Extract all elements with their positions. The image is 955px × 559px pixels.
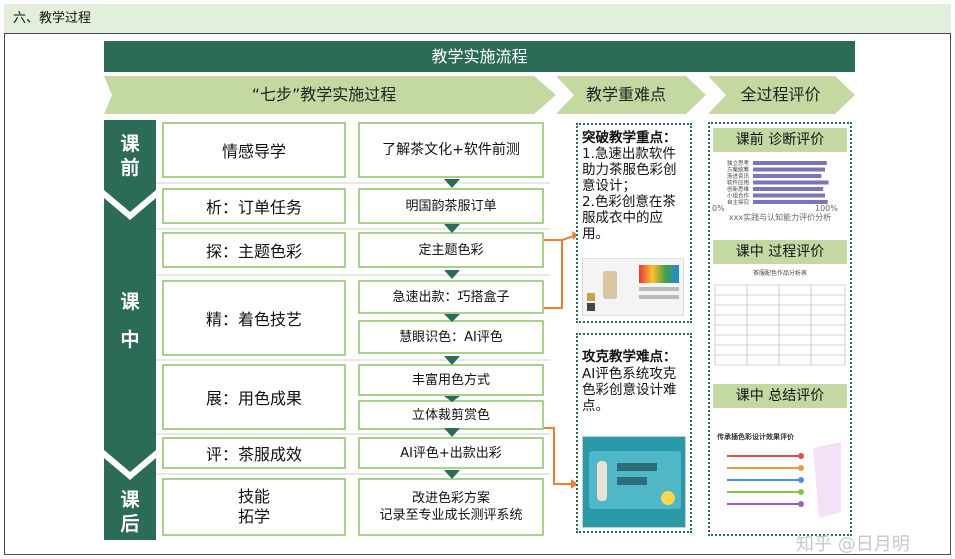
phase-pre-label: 课前 [104,132,156,180]
ai-evaluation-screenshot [582,436,686,528]
arrow-head-icon [571,479,578,489]
step-3-right: 定主题色彩 [358,232,544,268]
mini-chart-bar [753,193,825,198]
connector-brackets [544,231,578,489]
step-5-left: 展：用色成果 [162,364,346,430]
garment-preview-icon [603,271,617,299]
divider [156,274,550,276]
chevron-process-label: “七步”教学实施过程 [251,85,397,104]
step-5-right-a: 丰富用色方式 [358,364,544,396]
down-arrow-icon [444,356,460,365]
score-bar-icon [617,477,647,485]
down-arrow-icon [444,224,460,233]
divider [156,359,550,361]
step-4-left: 精：着色技艺 [162,280,346,356]
down-arrow-icon [444,314,460,322]
step-1-left: 情感导学 [162,122,346,178]
down-arrow-icon [444,179,460,188]
step-2-left: 析：订单任务 [162,188,346,224]
chevron-process-shape [104,76,556,114]
mini-chart-label: 小组合作 [727,192,750,200]
summary-dot [798,465,804,471]
step-4-right-b: 慧眼识色：AI评色 [358,320,544,354]
summary-doc-title: 传承插色彩设计效果评价 [717,433,794,441]
step-3-left: 探：主题色彩 [162,232,346,268]
difficult-point-title: 攻克教学难点： [582,349,677,365]
divider [156,473,550,475]
down-arrow-icon [444,470,460,479]
key-point-body: 1.急速出款软件助力茶服色彩创意设计； 2.色彩创意在茶服成衣中的应用。 [582,146,677,242]
color-picker-icon [639,265,679,283]
process-table-grid [714,284,846,366]
divider [156,228,550,230]
flow-arrows [444,179,460,479]
diagnostic-chart: 独立思考方案统筹渐进资讯软件应用创新思维小组合作自主探究 [713,158,847,220]
watermark: 知乎 @日月明 [796,534,910,555]
phase-mid-label: 课中 [104,283,156,359]
divider [156,433,550,435]
arrow-to-key-point [561,235,575,241]
mini-chart-bar [753,180,829,185]
summary-dot [798,453,804,459]
mini-chart-bar [753,200,828,204]
step-2-right: 明国韵茶服订单 [358,188,544,224]
color-swatch-icon [587,293,595,301]
mini-chart-label: 独立思考 [727,159,750,167]
eval-pre-title: 课前 诊断评价 [713,128,847,152]
mini-chart-axis-min: 0% [712,204,725,213]
mini-chart-caption: xxx实践与认知能力评价分析 [728,213,832,222]
avatar-icon [661,491,675,505]
mini-chart-label: 创新思维 [727,185,750,193]
summary-doc-lines [727,442,841,518]
step-6-left: 评：茶服成效 [162,437,346,469]
down-arrow-icon [444,396,460,402]
summary-dot [798,501,804,507]
chevron-bar [104,76,855,114]
score-bar-icon [617,463,657,471]
step-4-right-a: 急速出款：巧搭盒子 [358,280,544,314]
step-6-right: AI评色+出款出彩 [358,437,544,469]
chevron-difficulty-shape [556,76,706,114]
mini-chart-label: 方案统筹 [727,166,750,174]
phase-post-label: 课后 [104,488,156,536]
decoration-shape [813,442,841,518]
process-table-title: 茶服配色作品分析表 [752,270,807,277]
mini-chart-bar [753,187,824,191]
eval-summary-title: 课中 总结评价 [713,384,847,408]
chevron-evaluation-shape [708,76,855,114]
down-arrow-icon [444,270,460,279]
arrow-head-icon [572,231,578,240]
summary-dot [798,489,804,495]
chevron-evaluation-label: 全过程评价 [740,85,821,104]
step-7-left: 技能 拓学 [162,478,346,536]
color-swatch-icon [587,303,595,311]
mini-chart-label: 渐进资讯 [727,172,750,180]
diagram-title: 教学实施流程 [104,41,855,72]
summary-dot [798,477,804,483]
software-screenshot-thumbnail [582,258,684,316]
model-figure-icon [597,461,607,501]
bracket-difficult-point [544,427,572,485]
mini-chart-axis-max: 100% [815,204,838,213]
eval-mid-title: 课中 过程评价 [713,240,847,264]
summary-doc-thumbnail: 传承插色彩设计效果评价 [713,412,847,530]
bracket-key-point [544,239,563,309]
difficult-point-body: AI评色系统攻克色彩创意设计难点。 [582,366,677,414]
step-1-right: 了解茶文化+软件前测 [358,122,544,178]
process-table-thumbnail: 茶服配色作品分析表 [713,268,847,372]
key-point-title: 突破教学重点： [582,130,677,146]
section-title: 六、教学过程 [4,4,951,34]
slider-icon [639,295,679,299]
down-arrow-icon [444,428,460,437]
slider-icon [639,287,679,291]
mini-chart-label: 自主探究 [727,198,750,206]
mini-chart-bar [753,161,827,165]
step-7-right: 改进色彩方案 记录至专业成长测评系统 [358,478,544,536]
divider [156,182,550,184]
chevron-difficulty-label: 教学重难点 [585,85,666,104]
mini-chart-bar [753,174,822,178]
mini-chart-label: 软件应用 [727,179,749,187]
mini-chart-bar [753,167,825,172]
